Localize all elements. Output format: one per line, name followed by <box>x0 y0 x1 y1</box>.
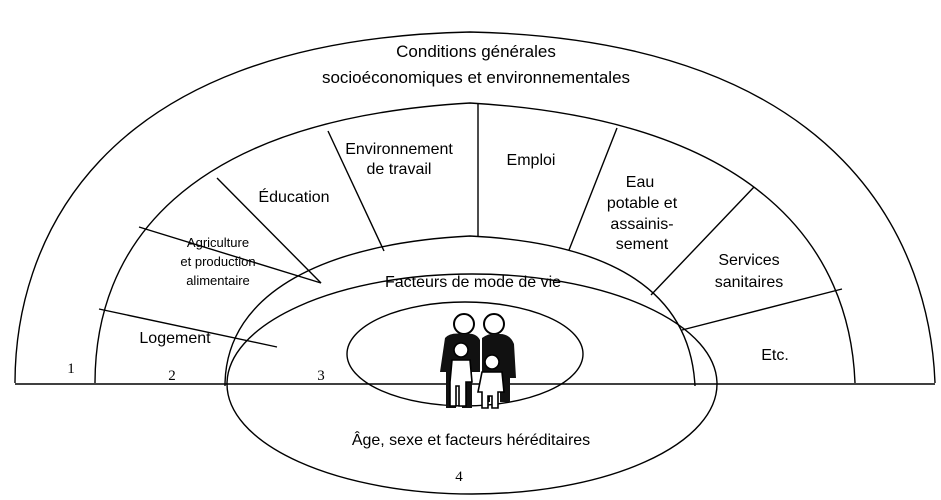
sector-environnement-l2: de travail <box>367 161 432 178</box>
core-label: Âge, sexe et facteurs héréditaires <box>352 430 590 449</box>
sector-services-l1: Services <box>718 252 779 269</box>
divider-7 <box>650 186 755 296</box>
divider-1 <box>98 308 278 348</box>
outer-title-line2: socioéconomiques et environnementales <box>322 68 630 87</box>
sector-environnement-l1: Environnement <box>345 141 453 158</box>
core-ellipse <box>226 273 718 495</box>
outer-arc <box>14 31 936 384</box>
divider-6 <box>568 127 618 251</box>
sector-agriculture-l1: Agriculture <box>187 235 249 250</box>
layer-number-2: 2 <box>168 368 176 384</box>
divider-2 <box>138 226 322 284</box>
divider-8 <box>681 288 843 331</box>
sector-logement: Logement <box>139 330 211 347</box>
middle-arc <box>94 102 856 384</box>
divider-3 <box>216 177 322 284</box>
sector-eau-l4: sement <box>616 236 669 253</box>
lifestyle-label: Facteurs de mode de vie <box>385 274 561 291</box>
sector-eau-l1: Eau <box>626 174 654 191</box>
sector-services-l2: sanitaires <box>715 274 783 291</box>
sector-education: Éducation <box>258 187 329 206</box>
sector-eau-l2: potable et <box>607 195 678 212</box>
layer-number-1: 1 <box>67 361 75 377</box>
inner-arc <box>224 235 696 387</box>
sector-emploi: Emploi <box>507 152 556 169</box>
sector-eau-l3: assainis- <box>610 216 673 233</box>
outer-title-line1: Conditions générales <box>396 42 556 61</box>
sector-agriculture-l3: alimentaire <box>186 273 250 288</box>
family-figure-icon <box>440 313 516 409</box>
sector-agriculture-l2: et production <box>180 254 255 269</box>
layer-number-3: 3 <box>317 368 325 384</box>
divider-4 <box>327 130 385 252</box>
layer-number-4: 4 <box>455 469 463 485</box>
sector-etc: Etc. <box>761 347 789 364</box>
